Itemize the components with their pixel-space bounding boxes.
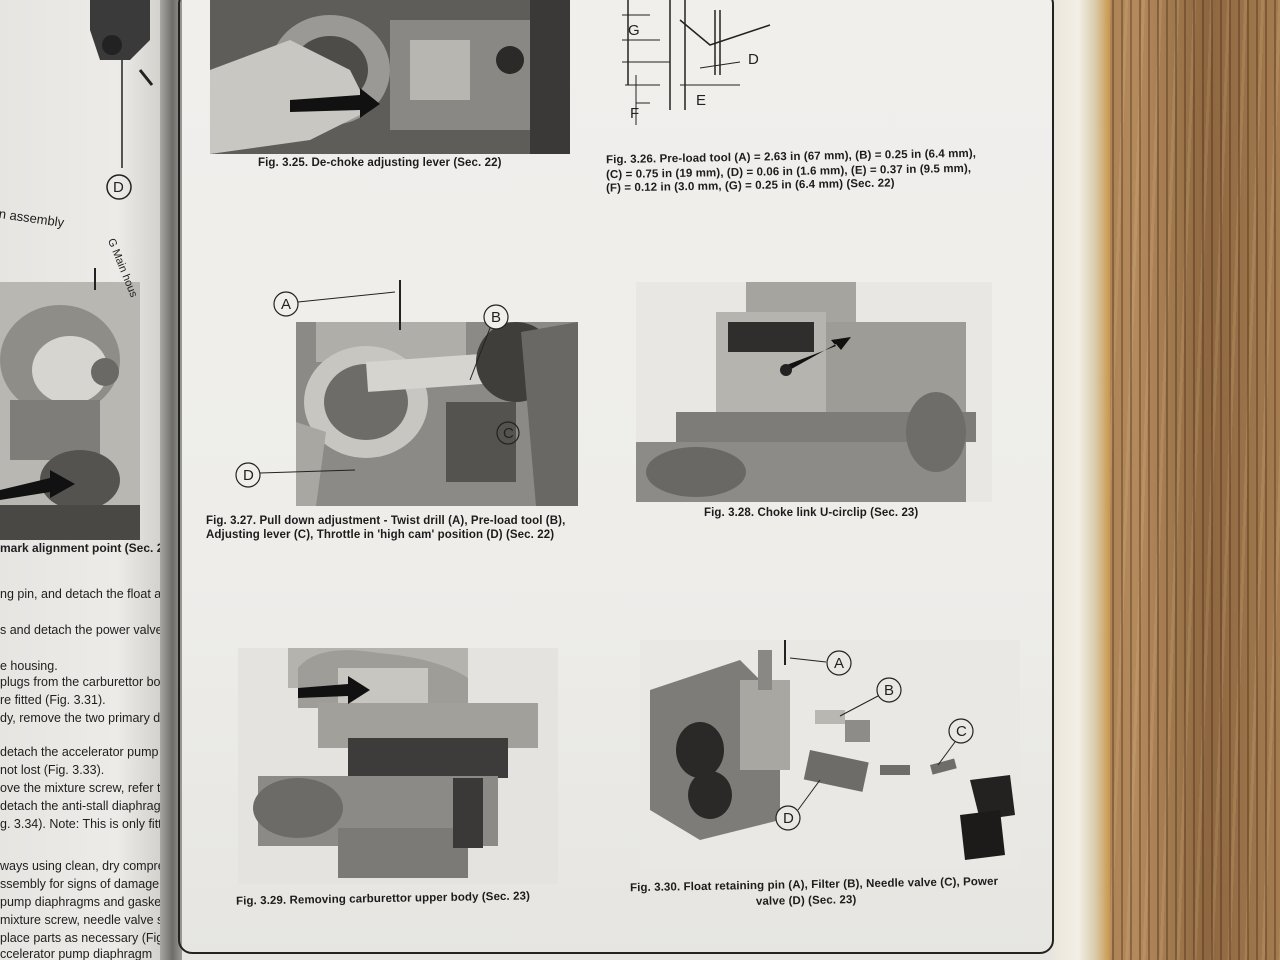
- left-text-line: detach the accelerator pump diap: [0, 745, 168, 759]
- left-text-line: ccelerator pump diaphragm: [0, 947, 153, 960]
- fig-3-30-callouts: A B C D: [775, 640, 974, 831]
- fig-3-30-label-d: D: [783, 810, 794, 827]
- callout-d-left: D: [113, 179, 124, 196]
- fig-3-27-callouts: A B C D: [235, 280, 520, 488]
- fig-3-30-photo: [640, 640, 1020, 870]
- fig-3-30-label-a: A: [834, 655, 844, 672]
- left-text-line: detach the anti-stall diaphragm,: [0, 799, 168, 813]
- left-text-line: mixture screw, needle valve seat: [0, 913, 168, 927]
- fig-3-27-photo: [296, 322, 578, 506]
- left-caption: mark alignment point (Sec. 22): [0, 541, 168, 555]
- fig-3-26-label-g: G: [628, 22, 640, 39]
- left-text-line: g. 3.34). Note: This is only fitted: [0, 817, 168, 831]
- fig-3-30-label-b: B: [884, 682, 894, 699]
- left-text-line: dy, remove the two primary diff: [0, 711, 168, 725]
- left-page-illustration: D: [0, 0, 154, 540]
- fig-3-28-caption: Fig. 3.28. Choke link U-circlip (Sec. 23…: [704, 507, 919, 519]
- left-text-line: pump diaphragms and gaskets fo: [0, 895, 168, 909]
- left-text-line: e housing.: [0, 659, 58, 673]
- fig-3-26-label-e: E: [696, 92, 706, 109]
- left-text-line: place parts as necessary (Fig. 3.3: [0, 931, 168, 945]
- left-text-line: not lost (Fig. 3.33).: [0, 763, 105, 777]
- fig-3-28-photo: [636, 282, 992, 502]
- left-text-line: s and detach the power valve diap: [0, 623, 168, 637]
- fig-3-25-caption: Fig. 3.25. De-choke adjusting lever (Sec…: [258, 157, 502, 169]
- fig-3-30-label-c: C: [956, 723, 967, 740]
- left-text-line: ways using clean, dry compress: [0, 859, 168, 873]
- fig-3-29-photo: [238, 648, 558, 884]
- fig-3-27-caption-line2: Adjusting lever (C), Throttle in 'high c…: [206, 529, 555, 541]
- fig-3-27-label-b: B: [491, 309, 501, 326]
- fig-3-27-label-d: D: [243, 467, 254, 484]
- fig-3-30-caption-line2: valve (D) (Sec. 23): [755, 894, 857, 908]
- left-text-line: ng pin, and detach the float and re: [0, 587, 168, 601]
- left-page: D n assembly G Main hous mark alignment …: [0, 0, 168, 960]
- fig-3-26-label-f: F: [630, 105, 639, 122]
- left-text-line: ove the mixture screw, refer to: [0, 781, 168, 795]
- left-text-line: re fitted (Fig. 3.31).: [0, 693, 106, 707]
- fig-3-25-photo: [210, 0, 570, 154]
- fig-3-27-label-c: C: [503, 425, 514, 442]
- left-text-line: plugs from the carburettor body: [0, 675, 168, 689]
- fig-3-27-caption-line1: Fig. 3.27. Pull down adjustment - Twist …: [206, 515, 566, 527]
- left-text-line: ssembly for signs of damage or: [0, 877, 168, 891]
- fig-3-27-label-a: A: [281, 296, 291, 313]
- page-frame: [178, 0, 1054, 954]
- fig-3-26-label-d: D: [748, 51, 759, 68]
- fig-3-26-diagram: G D E F: [622, 0, 771, 125]
